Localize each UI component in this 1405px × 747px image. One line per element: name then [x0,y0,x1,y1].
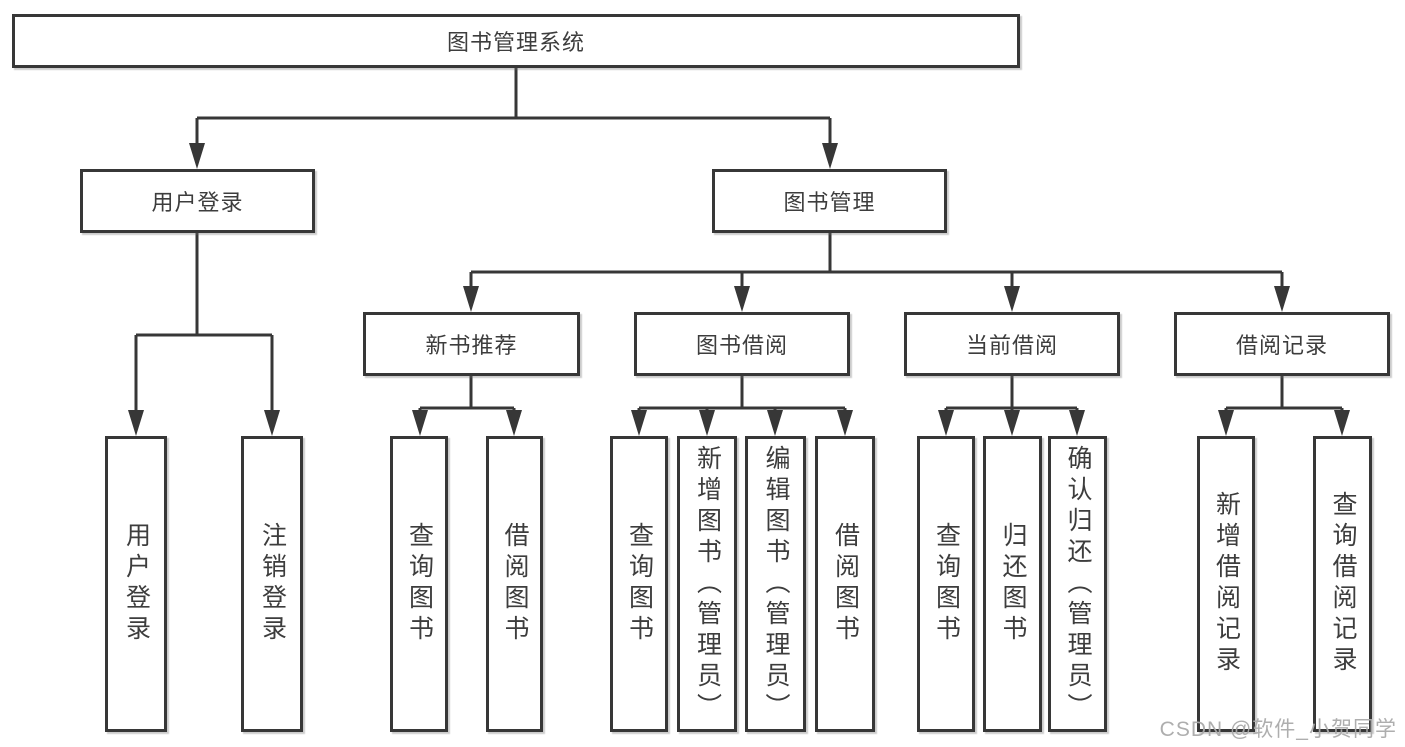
node-label: 归还图书 [999,522,1027,646]
node-label: 借阅图书 [831,522,860,646]
leaf-add-borrow-record: 新增借阅记录 [1197,436,1255,732]
node-label: 当前借阅 [965,333,1058,358]
node-root-book-management-system: 图书管理系统 [12,14,1020,68]
node-label: 确认归还（管理员） [1064,444,1092,724]
node-label: 查询图书 [405,522,434,646]
leaf-borrow-books-2: 借阅图书 [815,436,875,732]
node-label: 用户登录 [151,190,244,215]
node-label: 用户登录 [122,522,151,646]
node-label: 借阅图书 [501,522,529,646]
leaf-user-login: 用户登录 [105,436,167,732]
leaf-edit-books-admin: 编辑图书（管理员） [745,436,806,732]
leaf-borrow-books-1: 借阅图书 [486,436,543,732]
node-current-borrowing: 当前借阅 [904,312,1120,376]
node-label: 图书管理系统 [446,30,585,55]
node-label: 新增借阅记录 [1212,491,1241,677]
leaf-return-books: 归还图书 [983,436,1042,732]
node-label: 图书管理 [783,190,876,215]
node-label: 查询图书 [625,522,654,646]
leaf-confirm-return-admin: 确认归还（管理员） [1048,436,1107,732]
node-label: 注销登录 [258,522,287,646]
leaf-query-books-2: 查询图书 [610,436,668,732]
leaf-query-books-1: 查询图书 [390,436,448,732]
node-label: 查询借阅记录 [1329,491,1357,677]
node-label: 编辑图书（管理员） [762,444,790,724]
leaf-add-books-admin: 新增图书（管理员） [677,436,737,732]
node-label: 查询图书 [932,522,961,646]
leaf-query-borrow-record: 查询借阅记录 [1313,436,1372,732]
node-label: 图书借阅 [695,333,788,358]
leaf-logout: 注销登录 [241,436,303,732]
node-borrow-records: 借阅记录 [1174,312,1390,376]
node-label: 新书推荐 [425,333,518,358]
node-new-book-recommend: 新书推荐 [363,312,580,376]
node-label: 新增图书（管理员） [693,444,722,724]
node-book-borrowing: 图书借阅 [634,312,850,376]
node-user-login: 用户登录 [80,169,315,233]
node-label: 借阅记录 [1235,333,1328,358]
leaf-query-books-3: 查询图书 [917,436,975,732]
csdn-watermark: CSDN @软件_小贺同学 [1159,718,1397,741]
node-book-management: 图书管理 [712,169,947,233]
